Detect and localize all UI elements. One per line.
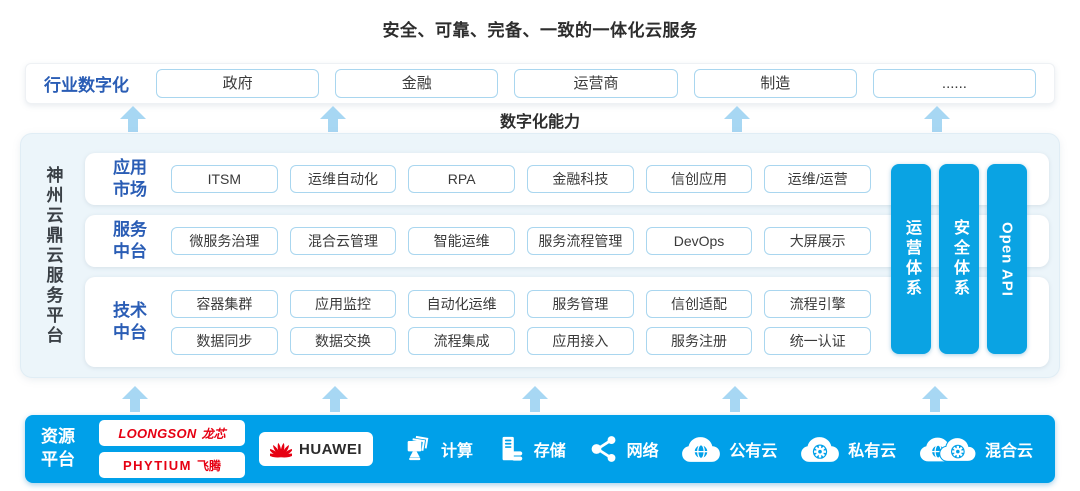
loongson-logo: LOONGSON 龙芯 [99, 420, 245, 446]
huawei-logo-text: HUAWEI [299, 440, 362, 458]
app-market-chips: ITSM 运维自动化 RPA 金融科技 信创应用 运维/运营 [171, 165, 872, 193]
capability-chip: 应用接入 [527, 326, 634, 355]
capability-chip: 运维自动化 [289, 165, 397, 193]
up-arrow-icon [322, 386, 348, 412]
capability-chip: 微服务治理 [171, 227, 278, 255]
phytium-logo: PHYTIUM 飞腾 [99, 452, 245, 478]
private-cloud-icon [801, 436, 840, 462]
tech-platform-label: 技术中台 [113, 300, 147, 342]
vendor-logos: LOONGSON 龙芯 PHYTIUM 飞腾 [99, 420, 245, 478]
huawei-logo: HUAWEI [259, 432, 373, 466]
up-arrow-icon [522, 386, 548, 412]
service-platform-label: 服务中台 [113, 219, 147, 261]
resource-storage: 存储 [496, 434, 566, 464]
app-market-row: 应用市场 ITSM 运维自动化 RPA 金融科技 信创应用 运维/运营 [85, 153, 1049, 205]
service-platform-row: 服务中台 微服务治理 混合云管理 智能运维 服务流程管理 DevOps 大屏展示 [85, 215, 1049, 267]
industry-item-government: 政府 [156, 69, 320, 98]
capability-chip: 流程集成 [408, 326, 516, 355]
capability-chip: 服务注册 [645, 326, 753, 355]
pillar-open-api: Open API [987, 164, 1027, 354]
phytium-logo-text: PHYTIUM [122, 457, 192, 473]
capability-chip: 自动化运维 [408, 289, 516, 318]
industry-item-operator: 运营商 [514, 69, 678, 98]
resource-name: 私有云 [848, 443, 897, 460]
capability-chip: 服务流程管理 [527, 227, 634, 255]
up-arrow-icon [122, 386, 148, 412]
up-arrow-icon [922, 386, 948, 412]
resource-name: 存储 [533, 443, 566, 460]
capability-chip: 智能运维 [408, 227, 516, 255]
service-platform-chips: 微服务治理 混合云管理 智能运维 服务流程管理 DevOps 大屏展示 [171, 227, 872, 255]
industry-item-finance: 金融 [335, 69, 499, 98]
resource-hybrid-cloud: 混合云 [919, 436, 1033, 463]
hybrid-cloud-icon [920, 436, 977, 462]
capability-chip: 容器集群 [171, 289, 278, 318]
resource-name: 计算 [441, 443, 474, 460]
capability-label: 数字化能力 [499, 114, 580, 131]
pillar-security-system: 安全体系 [939, 164, 979, 354]
resource-compute: 计算 [403, 434, 473, 464]
capability-chip: 流程引擎 [764, 289, 872, 318]
industry-item-manufacturing: 制造 [693, 69, 857, 98]
capability-chip: RPA [408, 165, 516, 193]
capability-chip: 金融科技 [527, 165, 634, 193]
loongson-logo-text: LOONGSON [118, 425, 197, 441]
capability-chip: 应用监控 [289, 289, 397, 318]
capability-chip: 统一认证 [764, 326, 872, 355]
storage-icon [502, 436, 523, 461]
phytium-logo-cn: 飞腾 [196, 458, 221, 473]
public-cloud-icon [682, 436, 721, 462]
resource-name: 混合云 [984, 443, 1033, 460]
resource-platform-bar: 资源平台 LOONGSON 龙芯 PHYTIUM 飞腾 [25, 415, 1055, 483]
up-arrow-icon [722, 386, 748, 412]
capability-chip: 大屏展示 [764, 227, 872, 255]
tech-platform-row: 技术中台 容器集群 应用监控 自动化运维 服务管理 信创适配 流程引擎 数据同步… [85, 277, 1049, 367]
page-title: 安全、可靠、完备、一致的一体化云服务 [382, 21, 698, 40]
huawei-flower-icon [270, 442, 292, 458]
capability-chip: DevOps [645, 227, 753, 255]
loongson-logo-cn: 龙芯 [201, 426, 226, 441]
resource-network: 网络 [589, 434, 659, 464]
pillar-bars: 运营体系 安全体系 Open API [891, 164, 1027, 354]
resource-items: 计算 存储 [403, 434, 1039, 464]
up-arrow-icon [320, 106, 346, 132]
capability-chip: 数据同步 [171, 326, 278, 355]
app-market-label: 应用市场 [113, 157, 147, 199]
capability-chip: 服务管理 [527, 289, 634, 318]
industry-item-more: ...... [872, 69, 1037, 98]
platform-panel: 神州云鼎云服务平台 应用市场 ITSM 运维自动化 RPA 金融科技 信创应用 … [20, 133, 1060, 378]
capability-chip: 信创应用 [645, 165, 753, 193]
resource-public-cloud: 公有云 [681, 436, 777, 463]
platform-side-label: 神州云鼎云服务平台 [43, 165, 63, 346]
capability-chip: ITSM [171, 165, 278, 193]
industry-row: 行业数字化 政府 金融 运营商 制造 ...... [25, 63, 1055, 104]
capability-chip: 信创适配 [645, 289, 753, 318]
network-icon [591, 436, 616, 462]
capability-chip: 数据交换 [289, 326, 397, 355]
resource-name: 网络 [626, 443, 659, 460]
resource-name: 公有云 [729, 443, 778, 460]
resource-private-cloud: 私有云 [800, 436, 896, 463]
capability-chip: 运维/运营 [764, 165, 872, 193]
up-arrow-icon [724, 106, 750, 132]
capability-chip: 混合云管理 [289, 227, 397, 255]
tech-platform-chips: 容器集群 应用监控 自动化运维 服务管理 信创适配 流程引擎 数据同步 数据交换… [171, 289, 872, 355]
up-arrow-icon [120, 106, 146, 132]
pillar-operations-system: 运营体系 [891, 164, 931, 354]
resource-platform-label: 资源平台 [41, 427, 75, 469]
industry-row-label: 行业数字化 [44, 76, 129, 95]
up-arrow-icon [924, 106, 950, 132]
compute-icon [407, 435, 429, 461]
